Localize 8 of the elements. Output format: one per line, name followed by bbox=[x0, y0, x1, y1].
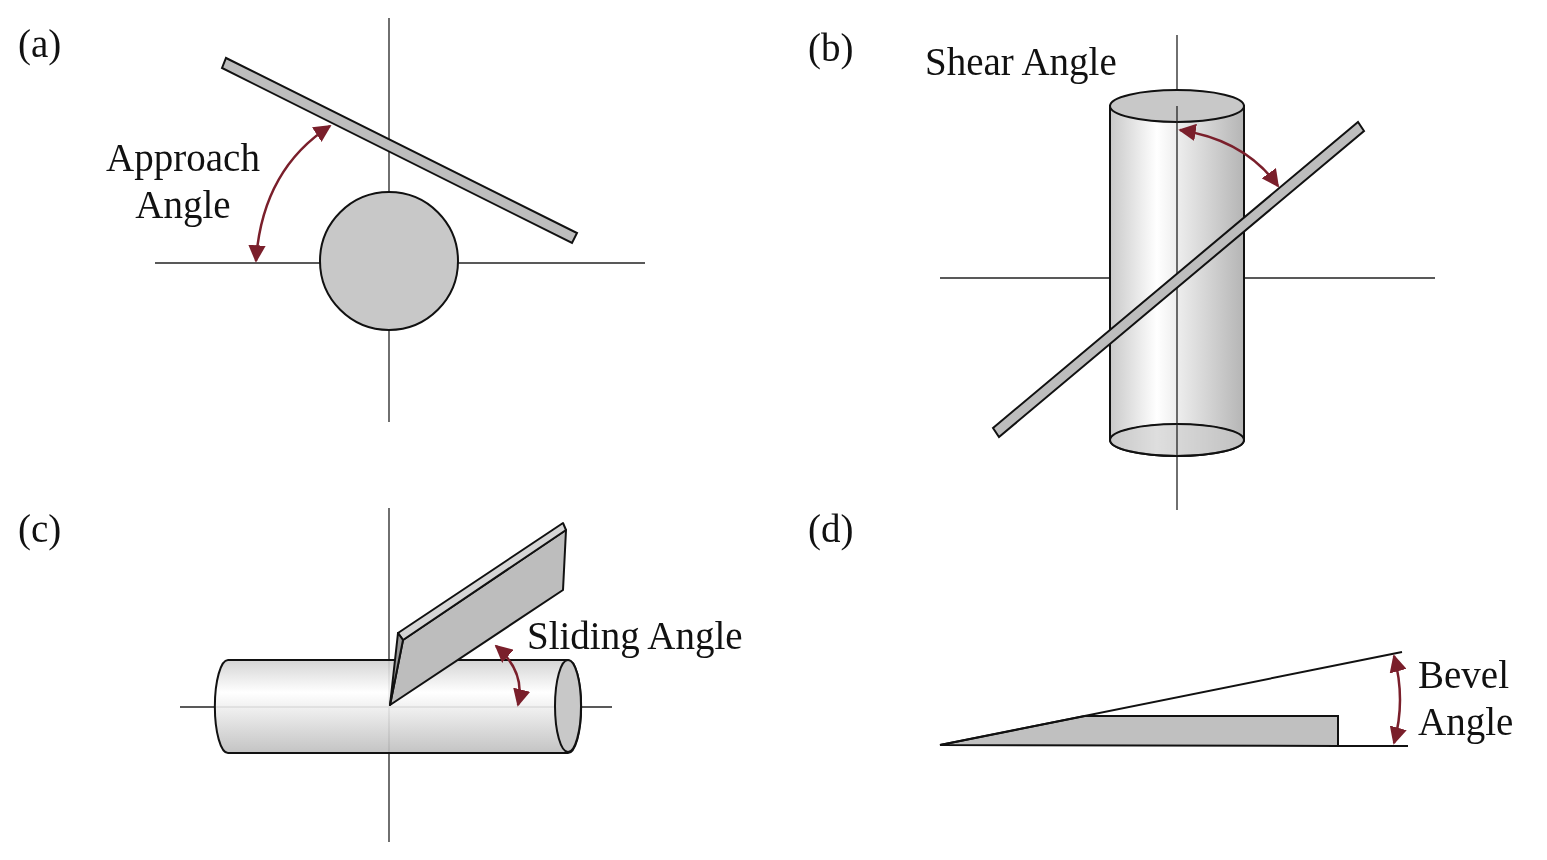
angle-label: Sliding Angle bbox=[527, 613, 743, 659]
angle-label: Approach Angle bbox=[105, 135, 261, 228]
panel-label: (b) bbox=[808, 25, 854, 71]
angle-label: Bevel Angle bbox=[1418, 652, 1515, 745]
panel-label: (c) bbox=[18, 506, 62, 552]
angle-label: Shear Angle bbox=[925, 39, 1117, 85]
panel-label: (d) bbox=[808, 506, 854, 552]
panel-label: (a) bbox=[18, 21, 62, 67]
